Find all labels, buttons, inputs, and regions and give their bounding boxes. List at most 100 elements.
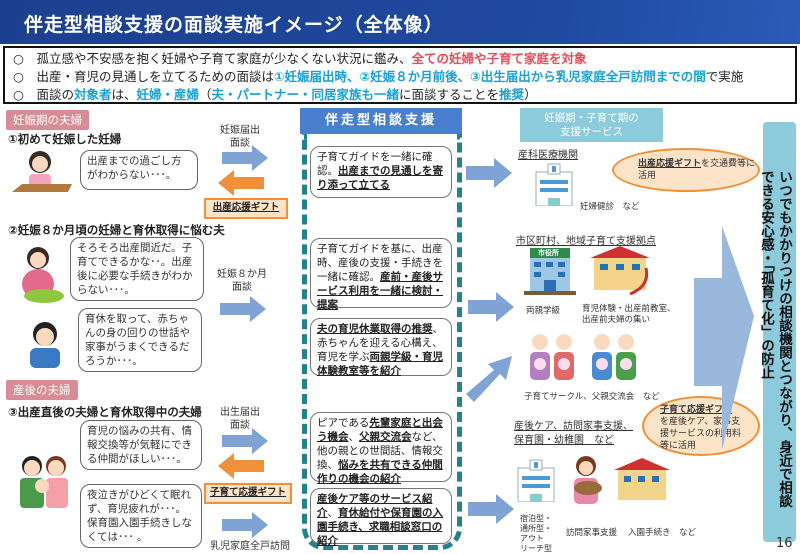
- text: で実施: [705, 69, 744, 84]
- speech-bubble: 育休を取って、赤ちゃんの身の回りの世話や家事がうまくできるだろうか･･･。: [78, 308, 202, 372]
- birth-support-gift-box: 出産応援ギフト: [204, 198, 288, 219]
- label-birth-notification-interview: 出生届出 面談: [220, 407, 260, 431]
- right-arrow-icon: [468, 494, 514, 524]
- text: に面談することを: [399, 87, 500, 102]
- case-1-heading: ①初めて妊娠した妊婦: [8, 132, 122, 146]
- highlight: 妊婦・産婦: [136, 87, 199, 102]
- emphasis: 産後ケア等のサービス紹介: [317, 493, 433, 519]
- section-postpartum-care: 産後ケア、訪問家事支援、 保育園・幼稚園 など: [514, 421, 633, 446]
- text: 出産・育児の見通しを立てるための面談は: [36, 69, 274, 84]
- childcare-support-gift-box: 子育て応援ギフト: [204, 483, 292, 504]
- couple-with-baby-illustration: [20, 456, 68, 508]
- summary-line-1: ○ 孤立感や不安感を抱く妊婦や子育て家庭が少なくない状況に鑑み、全ての妊婦や子育…: [13, 50, 787, 68]
- outcome-text: いつでもかかりつけの相談機関とつながり、身近で相談できる安心感・「孤育て化」の防…: [758, 170, 792, 508]
- caption-enrollment: 入園手続き など: [628, 528, 697, 538]
- city-hall-icon: [524, 248, 576, 295]
- page-title: 伴走型相談支援の面談実施イメージ（全体像）: [24, 14, 444, 36]
- text: （: [199, 87, 212, 102]
- highlight: ①妊娠届出時、②妊娠８か月前後、③出生届出から乳児家庭全戸訪問までの間: [273, 69, 706, 84]
- caption-child-circle: 子育てサークル、父親交流会 など: [524, 392, 660, 402]
- highlight: 全ての妊婦や子育て家庭を対象: [411, 51, 587, 66]
- support-box-2: 子育てガイドを基に、出産時、産後の支援・手続きを一緒に確認。産前・産後サービス利…: [310, 238, 452, 311]
- text: を交通費等に活用: [638, 159, 756, 181]
- emphasis: 先輩家庭と出会う機会: [317, 417, 443, 443]
- parent-groups-illustration: [530, 334, 636, 380]
- summary-line-2: ○ 出産・育児の見通しを立てるための面談は①妊娠届出時、②妊娠８か月前後、③出生…: [13, 68, 787, 86]
- diagonal-arrow-icon: [466, 356, 512, 402]
- text: 、: [327, 507, 339, 519]
- text: を産後ケア、家事支援サービスの利用料等に活用: [660, 417, 742, 451]
- emphasis: 父親交流会: [359, 431, 412, 443]
- nursery-building-icon: [590, 246, 650, 296]
- text: 、赤ちゃんを迎える心構え、育児を学ぶ: [317, 323, 443, 363]
- support-services-header: 妊娠期・子育て期の 支援サービス: [520, 108, 663, 142]
- caption-childcare-experience: 育児体験・出産前教室、 出産前夫婦の集い: [582, 304, 676, 325]
- support-box-5: 産後ケア等のサービス紹介、育休給付や保育園の入園手続き、求職相談窓口の紹介: [310, 488, 452, 547]
- right-arrow-icon: [468, 292, 514, 322]
- text: 子育てガイドを一緒に確認。: [317, 151, 433, 177]
- caption-prenatal-checkup: 妊婦健診 など: [580, 202, 640, 212]
- gift-usage-bubble-2: 子育て応援ギフトを産後ケア、家事支援サービスの利用料等に活用: [642, 396, 760, 456]
- accompanying-support-header: 伴走型相談支援: [300, 108, 462, 134]
- label-infant-home-visit: 乳児家庭全戸訪問: [210, 541, 290, 552]
- support-box-4: ピアである先輩家庭と出会う機会、父親交流会など、他の親との世間話、情報交換、悩み…: [310, 412, 452, 485]
- case-2-heading: ②妊娠８か月頃の妊婦と育休取得に悩む夫: [8, 223, 225, 237]
- support-box-1: 子育てガイドを一緒に確認。出産までの見通しを寄り添って立てる: [310, 146, 452, 198]
- speech-bubble: 出産までの過ごし方がわからない･･･。: [80, 150, 198, 190]
- bullet: ○: [13, 69, 24, 84]
- highlight: 対象者: [73, 87, 112, 102]
- header-banner: 伴走型相談支援の面談実施イメージ（全体像）: [0, 0, 800, 44]
- text: 孤立感や不安感を抱く妊婦や子育て家庭が少なくない状況に鑑み、: [36, 51, 412, 66]
- hospital-icon: [535, 163, 573, 206]
- right-arrow-icon: [466, 158, 512, 188]
- case-3-heading: ③出産直後の夫婦と育休取得中の夫婦: [8, 405, 202, 419]
- support-box-3: 夫の育児休業取得の推奨、赤ちゃんを迎える心構え、育児を学ぶ両親学級・育児体験教室…: [310, 318, 452, 377]
- label-pregnancy-notification-interview: 妊娠届出 面談: [220, 125, 260, 149]
- text: ）: [524, 87, 537, 102]
- pregnant-woman-illustration: [12, 151, 72, 192]
- speech-bubble: そろそろ出産間近だ。子育てできるかな･･。出産後に必要な手続きがわからない･･･…: [70, 237, 204, 301]
- caption-care-types: 宿泊型・ 通所型・ アウト リーチ型: [520, 514, 552, 553]
- summary-line-3: ○ 面談の対象者は、妊婦・産婦（夫・パートナー・同居家族も一緒に面談することを推…: [13, 86, 787, 104]
- text: 面談の: [36, 87, 74, 102]
- emphasis: 出産までの見通しを寄り添って立てる: [317, 165, 443, 191]
- emphasis: 子育て応援ギフト: [660, 405, 733, 415]
- housework-helper-illustration: [574, 456, 602, 504]
- bullet: ○: [13, 51, 24, 66]
- emphasis: 産前・産後サービス利用を一緒に検討・提案: [317, 271, 443, 311]
- caption-parents-class: 両親学級: [526, 306, 561, 316]
- text: 、: [348, 431, 360, 443]
- worried-husband-illustration: [30, 322, 60, 368]
- text: など、他の親との世間話、情報交換、: [317, 431, 443, 471]
- right-arrow-icon: [222, 512, 268, 538]
- label-8-month-interview: 妊娠８か月 面談: [217, 269, 267, 293]
- big-chevron-arrow-icon: [694, 226, 754, 450]
- right-arrow-icon: [222, 428, 268, 454]
- emphasis: 両親学級・育児体験教室等を紹介: [317, 351, 443, 377]
- speech-bubble: 育児の悩みの共有、情報交換等が気軽にできる仲間がほしい･･･。: [80, 420, 202, 470]
- emphasis: 育休給付や保育園の入園手続き、求職相談窓口の紹介: [317, 507, 443, 547]
- emphasis: 悩みを共有できる仲間作りの機会の紹介: [317, 459, 443, 485]
- text: ピアである: [317, 417, 370, 429]
- highlight: 夫・パートナー・同居家族も一緒: [211, 87, 400, 102]
- section-obstetric: 産科医療機関: [518, 150, 578, 161]
- emphasis: 出産応援ギフト: [638, 159, 702, 169]
- left-arrow-icon: [218, 453, 264, 479]
- text: 子育てガイドを基に、出産時、産後の支援・手続きを一緒に確認。: [317, 243, 443, 283]
- left-arrow-icon: [218, 170, 264, 196]
- caption-housework-support: 訪問家事支援: [566, 528, 618, 538]
- support-frame: [302, 134, 462, 550]
- speech-bubble: 夜泣きがひどくて眠れず、育児疲れが･･･。保育園入園手続きしなくては･･･ 。: [80, 484, 202, 548]
- nursery-building-icon: [614, 458, 670, 500]
- tag-postpartum-couple: 産後の夫婦: [6, 380, 78, 400]
- highlight: 推奨: [499, 87, 525, 102]
- right-arrow-icon: [222, 145, 268, 171]
- section-municipality: 市区町村、地域子育て支援拠点: [516, 236, 656, 247]
- outcome-box: [763, 122, 796, 542]
- summary-box: ○ 孤立感や不安感を抱く妊婦や子育て家庭が少なくない状況に鑑み、全ての妊婦や子育…: [3, 46, 797, 104]
- text: は、: [111, 87, 137, 102]
- pregnant-woman-illustration: [22, 247, 64, 303]
- city-hall-sign: 市役所: [538, 249, 559, 257]
- hospital-icon: [517, 459, 555, 502]
- bullet: ○: [13, 87, 24, 102]
